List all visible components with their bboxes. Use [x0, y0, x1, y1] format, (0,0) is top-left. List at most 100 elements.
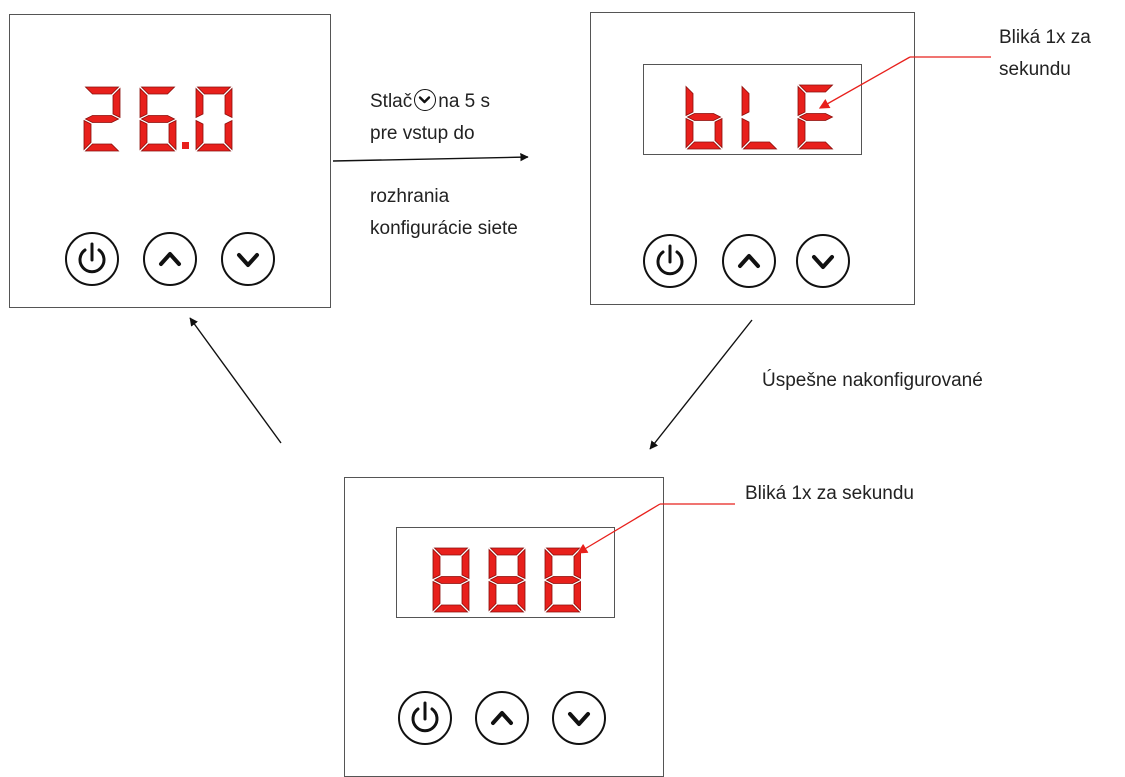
press-prefix: Stlač — [370, 91, 413, 112]
press-instruction-line2: pre vstup do — [370, 123, 475, 144]
segment-c — [517, 580, 526, 612]
segment-b — [517, 548, 526, 580]
segment-a — [196, 86, 232, 95]
display-digit — [83, 86, 121, 152]
arrow-a-to-b — [332, 152, 529, 162]
segment-c — [224, 119, 233, 151]
up-button[interactable] — [143, 232, 197, 286]
power-icon — [411, 701, 439, 733]
press-instruction-line3: rozhrania — [370, 186, 450, 207]
segment-f — [432, 548, 441, 580]
power-button[interactable] — [65, 232, 119, 286]
seven-segment-display — [432, 547, 581, 613]
segment-f — [488, 548, 497, 580]
segment-f — [741, 85, 750, 117]
segment-d — [433, 604, 469, 613]
thermostat-panel-ble — [590, 12, 915, 305]
segment-f — [797, 85, 806, 117]
display-digit — [544, 547, 581, 613]
thermostat-panel-normal — [9, 14, 331, 308]
display-digit — [488, 547, 526, 613]
segment-b — [224, 87, 233, 119]
segment-g — [798, 113, 834, 121]
segment-d — [196, 143, 232, 152]
down-chevron-icon — [568, 712, 590, 726]
segment-g — [545, 576, 581, 584]
segment-g — [489, 576, 525, 584]
blink-label-c: Bliká 1x za sekundu — [745, 483, 914, 504]
segment-f — [544, 548, 553, 580]
up-chevron-icon — [738, 254, 760, 268]
segment-e — [797, 117, 806, 149]
segment-d — [742, 141, 778, 150]
press-instruction-line4: konfigurácie siete — [370, 218, 518, 239]
segment-a — [140, 86, 176, 95]
segment-d — [686, 141, 722, 150]
segment-e — [741, 117, 750, 149]
down-button[interactable] — [796, 234, 850, 288]
thermostat-panel-configured — [344, 477, 664, 777]
display-digit — [741, 85, 778, 150]
segment-b — [461, 548, 470, 580]
segment-a — [433, 547, 469, 556]
display-digit — [139, 86, 177, 152]
display-frame — [643, 64, 862, 155]
down-button[interactable] — [552, 691, 606, 745]
segment-g — [686, 113, 722, 121]
success-label: Úspešne nakonfigurované — [762, 370, 983, 391]
segment-e — [432, 580, 441, 612]
segment-e — [195, 119, 204, 151]
power-button[interactable] — [643, 234, 697, 288]
segment-a — [489, 547, 525, 556]
power-icon — [78, 242, 106, 274]
up-button[interactable] — [722, 234, 776, 288]
segment-g — [140, 115, 176, 123]
segment-e — [544, 580, 553, 612]
seven-segment-display — [685, 84, 834, 150]
down-chevron-icon — [414, 89, 437, 111]
display-digit — [195, 86, 233, 152]
up-chevron-icon — [159, 252, 181, 266]
segment-b — [573, 548, 581, 579]
up-chevron-icon — [491, 711, 513, 725]
segment-a — [798, 84, 834, 93]
display-digit — [685, 85, 723, 150]
down-chevron-icon — [237, 253, 259, 267]
segment-f — [685, 85, 694, 117]
segment-d — [489, 604, 525, 613]
segment-e — [488, 580, 497, 612]
segment-d — [84, 143, 120, 152]
segment-d — [140, 143, 176, 152]
segment-e — [139, 119, 148, 151]
segment-a — [545, 547, 581, 556]
display-digit — [797, 84, 834, 150]
press-instruction: Stlač na 5 s — [370, 88, 490, 116]
segment-g — [433, 576, 469, 584]
segment-f — [195, 87, 204, 119]
segment-c — [461, 580, 470, 612]
segment-b — [112, 87, 121, 119]
segment-e — [685, 117, 694, 149]
segment-a — [84, 86, 120, 95]
segment-f — [139, 87, 148, 119]
segment-d — [798, 141, 834, 150]
segment-e — [83, 119, 92, 151]
segment-c — [168, 119, 177, 151]
segment-d — [545, 604, 581, 613]
segment-c — [573, 581, 581, 612]
down-button[interactable] — [221, 232, 275, 286]
decimal-point — [182, 142, 189, 149]
seven-segment-display — [83, 86, 233, 152]
display-digit — [432, 547, 470, 613]
display-frame — [396, 527, 615, 618]
power-icon — [656, 244, 684, 276]
up-button[interactable] — [475, 691, 529, 745]
press-suffix: na 5 s — [438, 91, 491, 112]
arrow-b-to-c — [649, 319, 753, 450]
blink-label-b-line2: sekundu — [999, 59, 1071, 80]
segment-g — [84, 115, 120, 123]
arrow-c-to-a — [189, 317, 282, 444]
power-button[interactable] — [398, 691, 452, 745]
segment-c — [714, 117, 723, 149]
down-chevron-icon — [812, 255, 834, 269]
